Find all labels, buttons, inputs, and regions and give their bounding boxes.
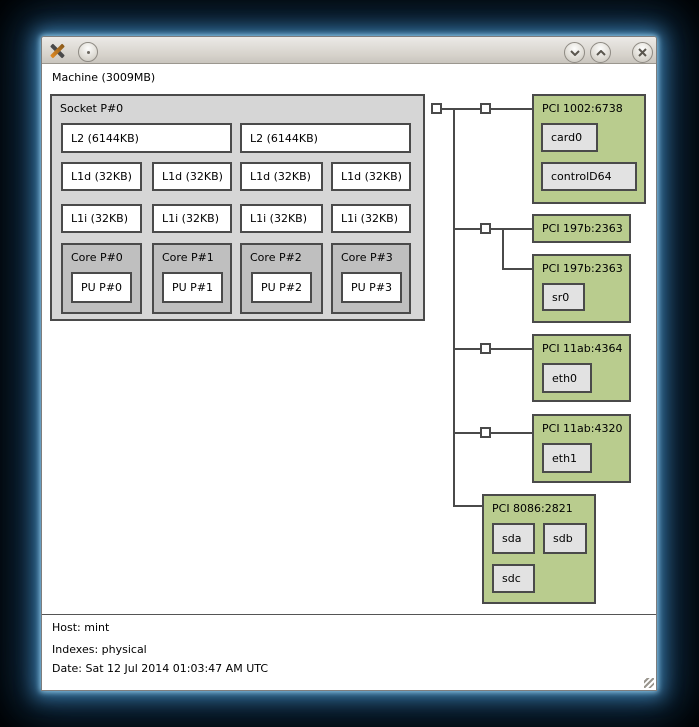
xorg-x-icon <box>49 42 66 59</box>
pci-label: PCI 197b:2363 <box>542 262 623 275</box>
pci-bridge-connector <box>480 223 491 234</box>
legend-host: Host: mint <box>52 621 110 634</box>
l2-cache-1: L2 (6144KB) <box>240 123 411 153</box>
pci-label: PCI 8086:2821 <box>492 502 573 515</box>
l1i-cache-0: L1i (32KB) <box>61 204 142 233</box>
tree-branch-line <box>453 228 532 230</box>
socket-label: Socket P#0 <box>60 102 124 115</box>
l1i-cache-3: L1i (32KB) <box>331 204 411 233</box>
machine-label: Machine (3009MB) <box>52 71 156 84</box>
tree-trunk-line <box>453 108 455 507</box>
maximize-button[interactable] <box>590 42 611 63</box>
l1d-cache-3: L1d (32KB) <box>331 162 411 191</box>
window-menu-icon <box>86 50 90 54</box>
os-device-sr0: sr0 <box>542 283 585 311</box>
hostbridge-connector <box>431 103 442 114</box>
pu-box-2: PU P#2 <box>251 272 312 303</box>
pci-box-11ab-4364: PCI 11ab:4364 eth0 <box>532 334 631 402</box>
legend-separator <box>42 614 656 615</box>
l2-cache-0: L2 (6144KB) <box>61 123 232 153</box>
legend-date: Date: Sat 12 Jul 2014 01:03:47 AM UTC <box>52 662 268 675</box>
pu-box-0: PU P#0 <box>71 272 132 303</box>
os-device-eth0: eth0 <box>542 363 592 393</box>
tree-branch-line <box>453 505 484 507</box>
l1i-cache-1: L1i (32KB) <box>152 204 232 233</box>
pci-box-8086-2821: PCI 8086:2821 sda sdb sdc <box>482 494 596 604</box>
chevron-up-icon <box>595 49 606 56</box>
pu-box-3: PU P#3 <box>341 272 402 303</box>
os-device-controlD64: controlD64 <box>541 162 637 191</box>
os-device-eth1: eth1 <box>542 443 592 473</box>
l1i-cache-2: L1i (32KB) <box>240 204 323 233</box>
pci-label: PCI 11ab:4364 <box>542 342 623 355</box>
tree-branch-line <box>502 228 504 270</box>
core-label: Core P#0 <box>71 251 123 264</box>
core-box-2: Core P#2 PU P#2 <box>240 243 323 314</box>
window-menu-button[interactable] <box>78 42 98 62</box>
pci-box-1002-6738: PCI 1002:6738 card0 controlD64 <box>532 94 646 204</box>
core-box-3: Core P#3 PU P#3 <box>331 243 411 314</box>
pci-bridge-connector <box>480 427 491 438</box>
topology-canvas: Machine (3009MB) Socket P#0 L2 (6144KB) … <box>42 64 656 690</box>
pci-bridge-connector <box>480 343 491 354</box>
chevron-down-icon <box>569 49 580 56</box>
pci-label: PCI 197b:2363 <box>542 222 623 235</box>
pci-label: PCI 1002:6738 <box>542 102 623 115</box>
os-device-sda: sda <box>492 523 535 554</box>
core-box-0: Core P#0 PU P#0 <box>61 243 142 314</box>
resize-grip[interactable] <box>644 678 654 688</box>
core-label: Core P#3 <box>341 251 393 264</box>
tree-branch-line <box>453 432 532 434</box>
pci-label: PCI 11ab:4320 <box>542 422 623 435</box>
l1d-cache-0: L1d (32KB) <box>61 162 142 191</box>
l1d-cache-2: L1d (32KB) <box>240 162 323 191</box>
pu-box-1: PU P#1 <box>162 272 223 303</box>
legend-indexes: Indexes: physical <box>52 643 147 656</box>
minimize-button[interactable] <box>564 42 585 63</box>
tree-branch-line <box>502 268 532 270</box>
os-device-sdc: sdc <box>492 564 535 593</box>
core-label: Core P#1 <box>162 251 214 264</box>
titlebar[interactable] <box>42 37 656 64</box>
close-icon <box>638 48 647 57</box>
pci-bridge-connector <box>480 103 491 114</box>
core-label: Core P#2 <box>250 251 302 264</box>
pci-box-11ab-4320: PCI 11ab:4320 eth1 <box>532 414 631 483</box>
lstopo-window: Machine (3009MB) Socket P#0 L2 (6144KB) … <box>41 36 657 691</box>
tree-branch-line <box>453 348 532 350</box>
core-box-1: Core P#1 PU P#1 <box>152 243 232 314</box>
os-device-card0: card0 <box>541 123 598 152</box>
os-device-sdb: sdb <box>543 523 587 554</box>
close-button[interactable] <box>632 42 653 63</box>
l1d-cache-1: L1d (32KB) <box>152 162 232 191</box>
pci-box-197b-2363-b: PCI 197b:2363 sr0 <box>532 254 631 323</box>
pci-box-197b-2363-a: PCI 197b:2363 <box>532 214 631 243</box>
